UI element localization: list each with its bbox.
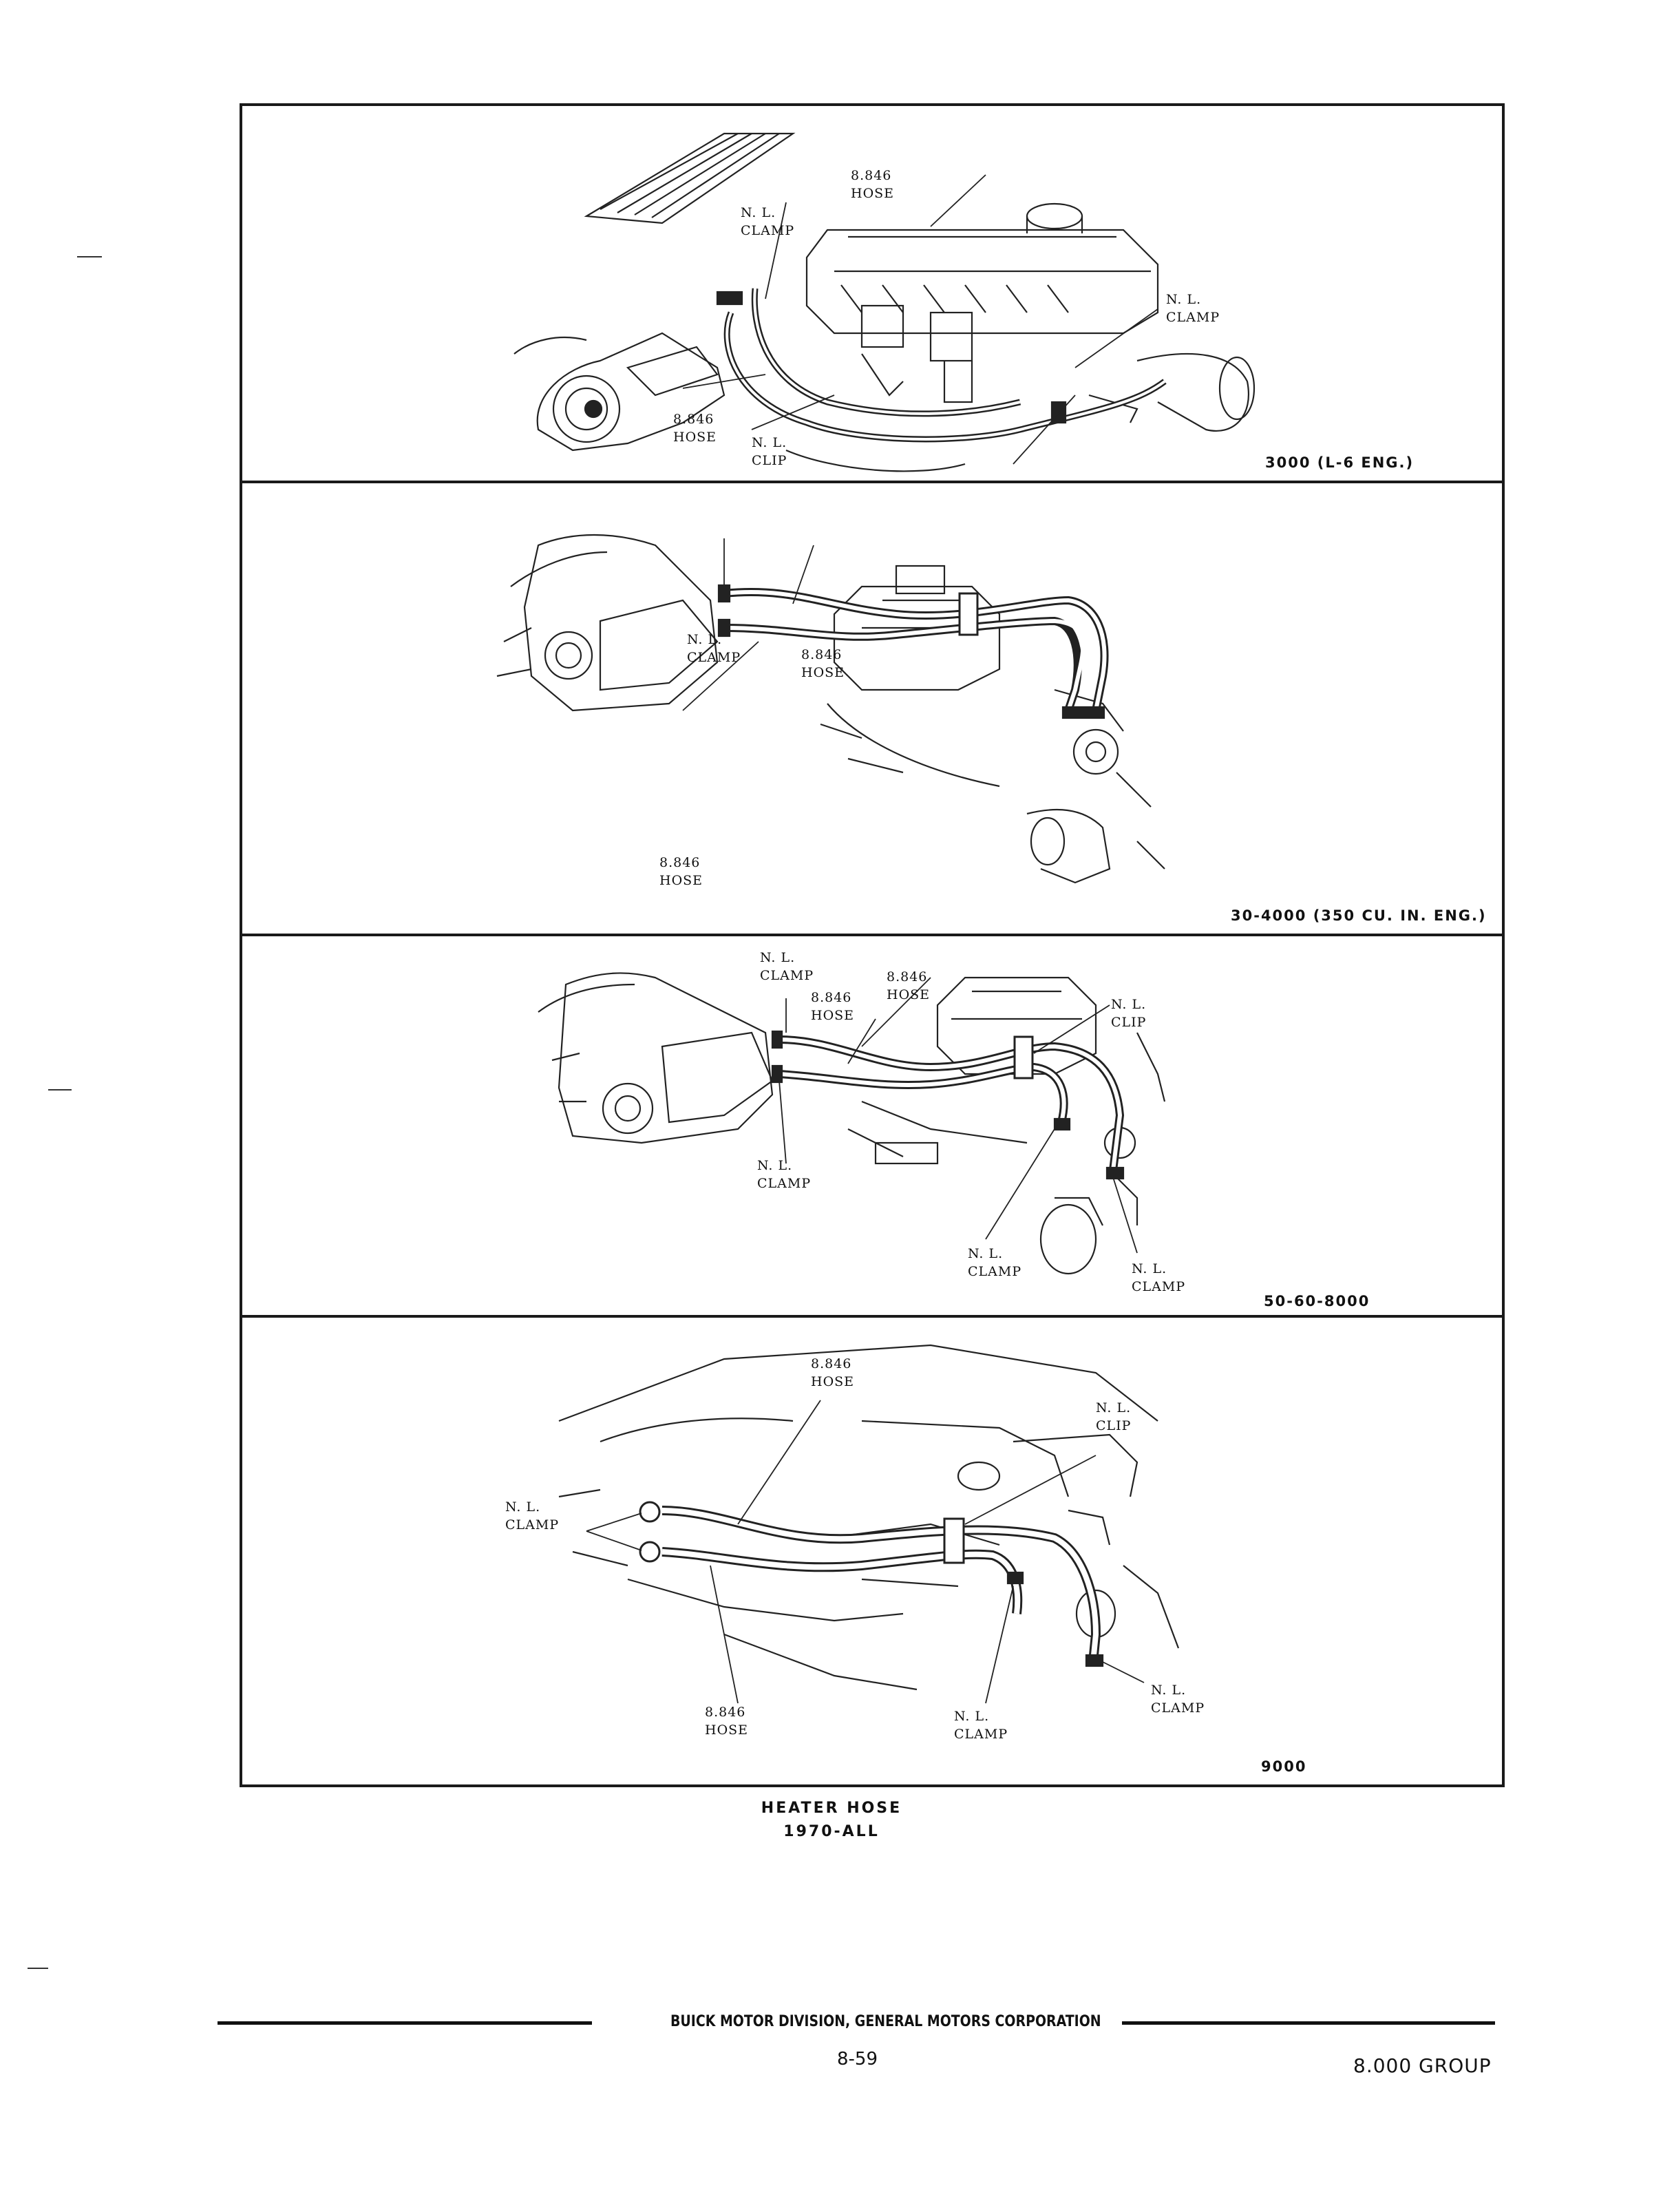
- margin-mark: [77, 256, 102, 257]
- label-clamp: N. L. CLAMP: [505, 1499, 560, 1532]
- figure-title: HEATER HOSE: [761, 1800, 902, 1817]
- panel-divider: [242, 1315, 1502, 1318]
- panel-caption: 3000 (L-6 ENG.): [1265, 454, 1415, 471]
- footer-rule-right: [1122, 2021, 1495, 2025]
- panel-caption: 9000: [1261, 1758, 1307, 1775]
- panel-divider: [242, 481, 1502, 483]
- panel-caption: 50-60-8000: [1264, 1293, 1370, 1309]
- label-clip: N. L. CLIP: [1111, 997, 1147, 1030]
- label-clamp: N. L. CLAMP: [687, 632, 741, 665]
- panel-50-60-8000: N. L. CLAMP 8.846 HOSE 8.846 HOSE N. L. …: [242, 936, 1502, 1315]
- label-clamp: N. L. CLAMP: [954, 1709, 1008, 1742]
- panel-9000: 8.846 HOSE N. L. CLIP N. L. CLAMP 8.846 …: [242, 1318, 1502, 1784]
- label-clamp: N. L. CLAMP: [760, 950, 814, 983]
- panel-3000: 8.846 HOSE N. L. CLAMP N. L. CLAMP 8.846…: [242, 106, 1502, 481]
- engine-illustration-3000: [513, 132, 1256, 472]
- label-clamp: N. L. CLAMP: [757, 1158, 812, 1191]
- figure-subtitle: 1970-ALL: [783, 1823, 880, 1840]
- engine-illustration-30-4000: [496, 534, 1165, 884]
- label-clamp: N. L. CLAMP: [1132, 1261, 1186, 1294]
- label-hose: 8.846 HOSE: [851, 168, 895, 201]
- panel-30-4000: N. L. CLAMP 8.846 HOSE 8.846 HOSE 30-400…: [242, 483, 1502, 934]
- footer-rule-left: [218, 2021, 592, 2025]
- label-clip: N. L. CLIP: [1096, 1400, 1132, 1433]
- margin-mark: [28, 1968, 48, 1969]
- label-clamp: N. L. CLAMP: [968, 1246, 1022, 1279]
- group-label: 8.000 GROUP: [1353, 2054, 1492, 2077]
- label-hose: 8.846 HOSE: [659, 855, 703, 888]
- label-clip: N. L. CLIP: [752, 435, 787, 468]
- label-clamp: N. L. CLAMP: [1151, 1683, 1205, 1716]
- illustration-frame: 8.846 HOSE N. L. CLAMP N. L. CLAMP 8.846…: [240, 103, 1505, 1787]
- label-hose: 8.846 HOSE: [705, 1705, 749, 1738]
- engine-illustration-50-60-8000: [538, 972, 1166, 1275]
- label-hose: 8.846 HOSE: [811, 1356, 855, 1389]
- footer-company: BUICK MOTOR DIVISION, GENERAL MOTORS COR…: [670, 2013, 1101, 2030]
- label-hose: 8.846 HOSE: [673, 412, 717, 445]
- label-clamp: N. L. CLAMP: [1166, 292, 1220, 325]
- label-hose: 8.846 HOSE: [801, 647, 845, 680]
- engine-illustration-9000: [558, 1344, 1180, 1704]
- label-hose: 8.846 HOSE: [811, 990, 855, 1023]
- margin-mark: [48, 1089, 72, 1091]
- panel-caption: 30-4000 (350 CU. IN. ENG.): [1231, 907, 1487, 924]
- panel-divider: [242, 934, 1502, 936]
- label-clamp: N. L. CLAMP: [741, 205, 795, 238]
- label-hose: 8.846 HOSE: [887, 969, 931, 1002]
- page-number: 8-59: [837, 2049, 878, 2069]
